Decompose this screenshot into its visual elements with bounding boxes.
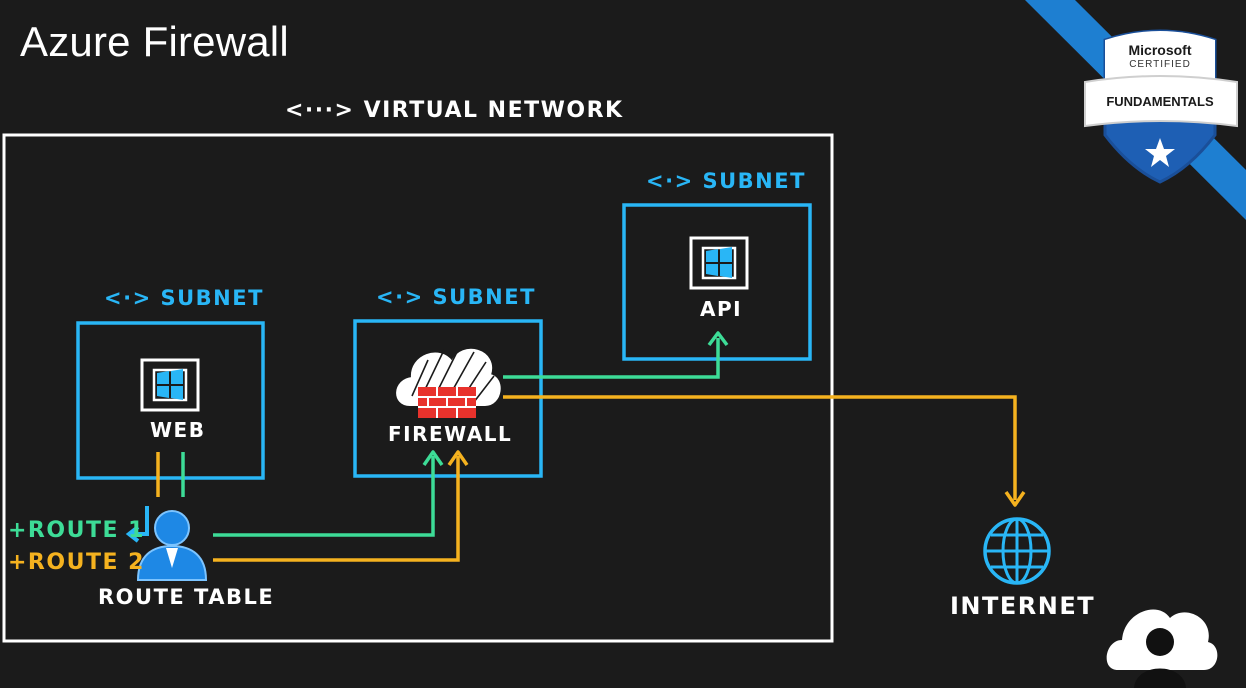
user-icon <box>136 510 208 581</box>
firewall-to-internet-path <box>503 395 1017 500</box>
badge-level: FUNDAMENTALS <box>1106 94 1214 109</box>
return-arrow <box>131 506 149 536</box>
api-subnet-label: <·> SUBNET <box>646 169 806 193</box>
internet-arrowhead <box>1004 491 1026 507</box>
route1-arrowhead <box>422 450 444 466</box>
vm-icon <box>689 236 749 290</box>
route2-path <box>213 456 460 562</box>
vm-icon <box>140 358 200 412</box>
badge-certified: CERTIFIED <box>1129 59 1191 70</box>
api-node-label: API <box>700 297 743 321</box>
firewall-to-api-path <box>503 338 720 379</box>
firewall-icon <box>418 387 476 418</box>
globe-icon <box>983 517 1051 585</box>
internet-label: INTERNET <box>950 592 1096 620</box>
route1-path <box>213 456 435 537</box>
firewall-node-label: FIREWALL <box>388 422 513 446</box>
badge-brand: Microsoft <box>1128 42 1192 58</box>
route1-label: +ROUTE 1 <box>8 518 145 543</box>
virtual-network-boundary <box>2 133 834 643</box>
web-subnet-label: <·> SUBNET <box>104 286 264 310</box>
return-arrowhead <box>125 525 140 543</box>
route2-label: +ROUTE 2 <box>8 550 145 575</box>
api-arrowhead <box>707 331 729 347</box>
web-node-label: WEB <box>150 418 206 442</box>
virtual-network-label: <···> VIRTUAL NETWORK <box>285 98 624 123</box>
certification-badge: Microsoft CERTIFIED FUNDAMENTALS <box>1078 22 1246 192</box>
firewall-subnet-label: <·> SUBNET <box>376 285 536 309</box>
web-subnet-box <box>76 321 265 480</box>
slide-title: Azure Firewall <box>20 18 289 65</box>
route-table-label: ROUTE TABLE <box>98 585 275 609</box>
route2-arrowhead <box>447 450 469 466</box>
certification-badge-icon <box>1084 29 1238 184</box>
presenter-avatar-icon <box>1106 609 1218 688</box>
